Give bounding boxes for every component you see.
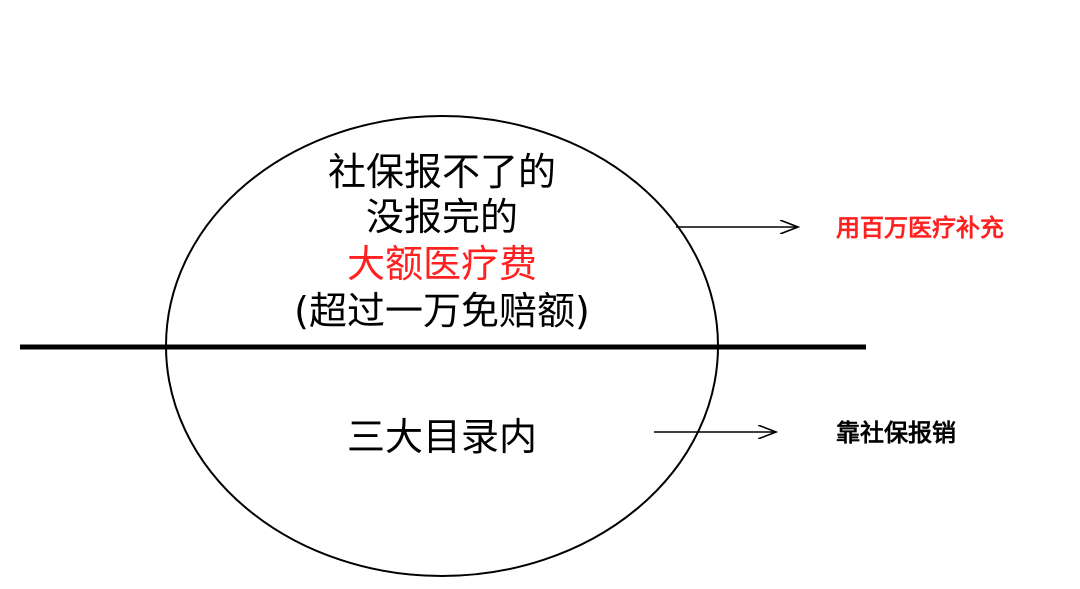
lower-text: 三大目录内: [347, 415, 537, 459]
lower-label: 靠社保报销: [836, 419, 956, 447]
upper-line-2: 没报完的: [366, 195, 518, 239]
upper-label: 用百万医疗补充: [836, 214, 1004, 242]
upper-line-1: 社保报不了的: [328, 150, 556, 194]
upper-line-4: (超过一万免赔额): [294, 289, 590, 333]
upper-line-3-highlight: 大额医疗费: [347, 242, 537, 286]
